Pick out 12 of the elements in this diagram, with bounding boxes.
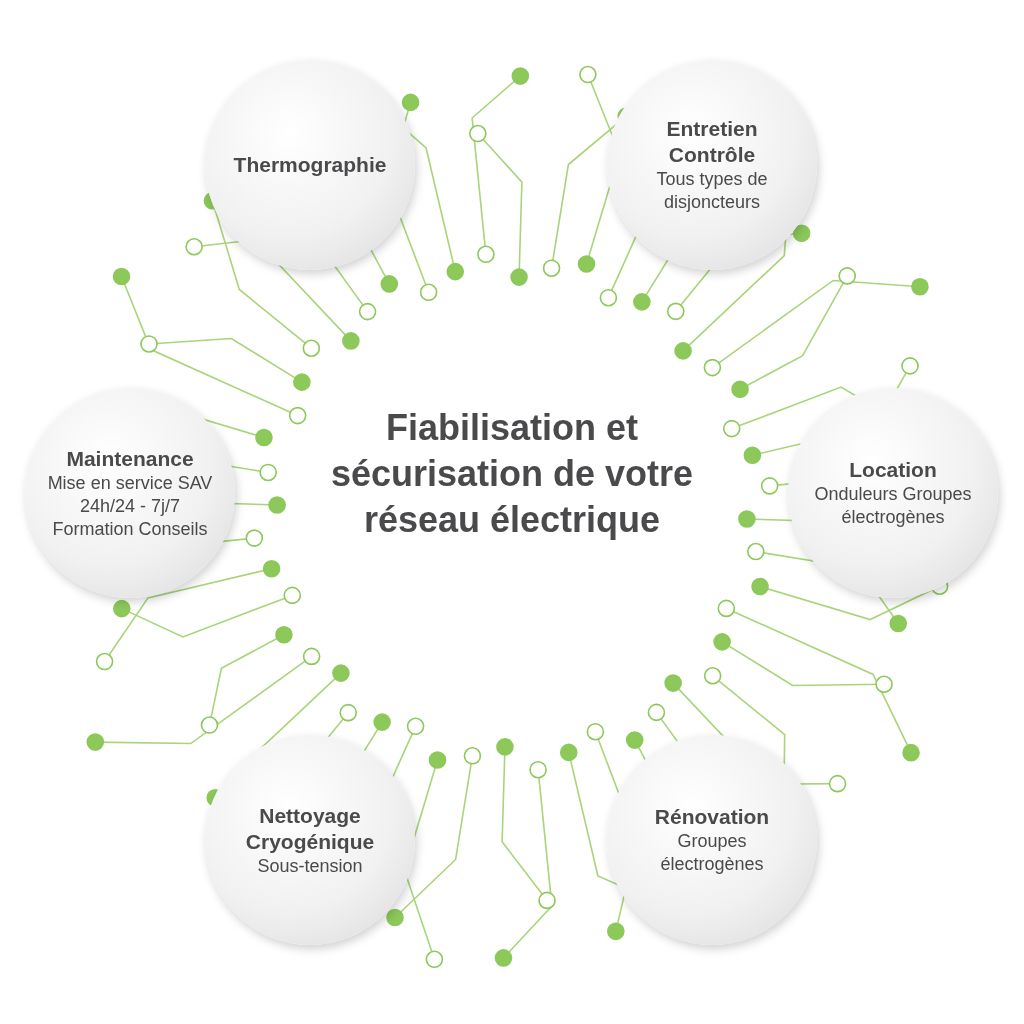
title: Fiabilisation et sécurisation de votre réseau électrique	[330, 406, 694, 542]
circle-heading: Location	[849, 457, 937, 483]
circle-text: Tous types de disjoncteurs	[655, 168, 769, 214]
circle-text: Sous-tension	[257, 854, 363, 878]
circle-text: Onduleurs Groupes électrogènes	[813, 483, 973, 529]
circle-text: Groupes électrogènes	[659, 830, 765, 876]
circle-heading: Nettoyage Cryogénique	[244, 802, 376, 855]
circle-heading: Maintenance	[66, 445, 194, 472]
circle-text: Mise en service SAV 24h/24 - 7j/7 Formation Conseils	[47, 471, 213, 541]
circle-heading: Rénovation	[654, 804, 770, 830]
circle-heading: Thermographie	[233, 152, 387, 178]
circle-heading: Entretien Contrôle	[665, 116, 759, 168]
